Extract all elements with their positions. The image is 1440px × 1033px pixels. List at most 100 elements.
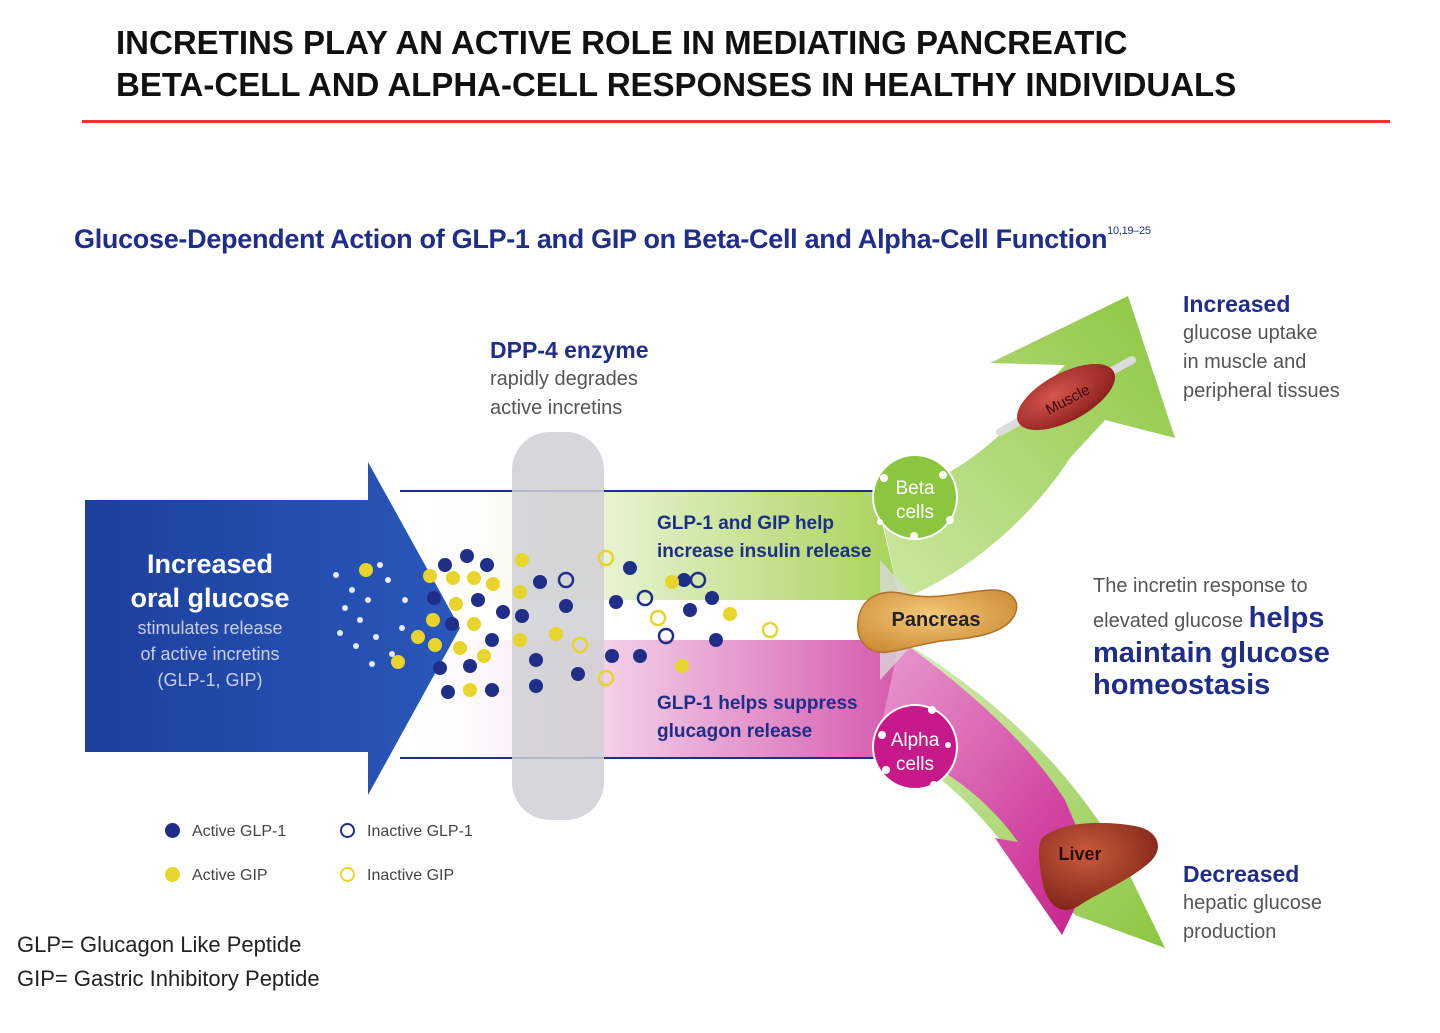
diagram-subtitle-refs: 10,19–25: [1107, 225, 1151, 237]
molecule-active-gip: [446, 571, 460, 585]
legend-inactive-glp1-marker: [340, 823, 355, 838]
molecule-dot: [365, 597, 371, 603]
molecule-dot: [399, 625, 405, 631]
legend-active-glp1-label: Active GLP-1: [192, 823, 287, 840]
slide-title: INCRETINS PLAY AN ACTIVE ROLE IN MEDIATI…: [116, 22, 1416, 106]
molecule-active-glp1: [533, 575, 547, 589]
molecule-dot: [333, 572, 339, 578]
dpp4-heading: DPP-4 enzyme: [490, 337, 649, 363]
molecule-active-gip: [675, 659, 689, 673]
input-line-2: of active incretins: [140, 644, 280, 664]
molecule-dot: [349, 587, 355, 593]
molecule-active-glp1: [623, 561, 637, 575]
molecule-inactive-gip: [649, 609, 667, 627]
molecule-active-glp1: [460, 549, 474, 563]
slide-title-line1: INCRETINS PLAY AN ACTIVE ROLE IN MEDIATI…: [116, 24, 1128, 61]
response-line-3: maintain glucose: [1093, 637, 1330, 669]
title-underline: [82, 120, 1390, 123]
molecule-active-gip: [463, 683, 477, 697]
molecule-dot: [357, 617, 363, 623]
beta-path-line-1: GLP-1 and GIP help: [657, 513, 835, 534]
molecule-dot: [402, 597, 408, 603]
molecule-active-glp1: [709, 633, 723, 647]
molecule-inactive-glp1: [689, 571, 707, 589]
increased-line-2: in muscle and: [1183, 351, 1307, 373]
diagram-subtitle-text: Glucose-Dependent Action of GLP-1 and GI…: [74, 224, 1108, 254]
diagram-subtitle: Glucose-Dependent Action of GLP-1 and GI…: [74, 224, 1151, 255]
beta-cells-label-1: Beta: [895, 478, 935, 499]
dpp4-line-2: active incretins: [490, 397, 623, 419]
molecule-active-glp1: [633, 649, 647, 663]
molecule-active-glp1: [463, 659, 477, 673]
molecule-active-gip: [426, 613, 440, 627]
response-line-2: elevated glucose helps: [1093, 602, 1330, 637]
molecule-dot: [389, 651, 395, 657]
molecule-active-glp1: [480, 558, 494, 572]
molecule-active-glp1: [609, 595, 623, 609]
alpha-path-line-1: GLP-1 helps suppress: [657, 693, 858, 714]
molecule-gip: [359, 563, 373, 577]
molecule-active-glp1: [471, 593, 485, 607]
increased-heading: Increased: [1183, 291, 1291, 317]
molecule-active-gip: [513, 585, 527, 599]
decreased-line-1: hepatic glucose: [1183, 892, 1322, 914]
legend-active-glp1-marker: [165, 823, 180, 838]
molecule-active-glp1: [485, 633, 499, 647]
response-line-2-plain: elevated glucose: [1093, 610, 1249, 632]
alpha-path-text: GLP-1 helps suppress glucagon release: [657, 690, 858, 746]
legend-inactive-gip: Inactive GIP: [340, 867, 454, 885]
alpha-cells-label-2: cells: [896, 754, 934, 775]
beta-path-line-2: increase insulin release: [657, 541, 872, 562]
legend-inactive-glp1: Inactive GLP-1: [340, 823, 473, 841]
slide-title-line2: BETA-CELL AND ALPHA-CELL RESPONSES IN HE…: [116, 66, 1237, 103]
molecule-dot: [377, 562, 383, 568]
incretin-response-text: The incretin response to elevated glucos…: [1093, 570, 1330, 701]
molecule-active-glp1: [683, 603, 697, 617]
molecule-active-glp1: [427, 591, 441, 605]
increased-outcome: Increased glucose uptake in muscle and p…: [1183, 290, 1340, 406]
molecule-active-gip: [515, 553, 529, 567]
molecule-active-glp1: [605, 649, 619, 663]
alpha-cells-label-1: Alpha: [891, 730, 940, 751]
molecule-active-gip: [453, 641, 467, 655]
molecule-dot: [353, 643, 359, 649]
molecule-active-glp1: [485, 683, 499, 697]
decreased-heading: Decreased: [1183, 861, 1300, 887]
input-line-1: stimulates release: [137, 618, 283, 638]
dpp4-enzyme-capsule: [512, 432, 604, 820]
molecule-dot: [373, 634, 379, 640]
dpp4-label: DPP-4 enzyme rapidly degrades active inc…: [490, 336, 649, 423]
alpha-cells: Alpha cells: [872, 704, 958, 790]
molecule-inactive-glp1: [636, 589, 654, 607]
molecule-inactive-glp1: [657, 627, 675, 645]
liver-organ: Liver: [1038, 822, 1158, 910]
molecule-active-gip: [513, 633, 527, 647]
pancreas-label: Pancreas: [892, 609, 981, 631]
molecule-active-glp1: [529, 653, 543, 667]
definition-glp: GLP= Glucagon Like Peptide: [17, 932, 302, 957]
legend-inactive-gip-marker: [340, 867, 355, 882]
molecule-active-gip: [467, 617, 481, 631]
muscle-organ: Muscle: [996, 356, 1136, 436]
molecule-active-glp1: [705, 591, 719, 605]
legend-active-gip-label: Active GIP: [192, 867, 268, 884]
legend-inactive-gip-label: Inactive GIP: [367, 867, 455, 884]
molecule-active-gip: [665, 575, 679, 589]
input-glucose-arrow: [85, 462, 460, 795]
input-heading-1: Increased: [146, 549, 274, 579]
molecule-active-gip: [549, 627, 563, 641]
response-line-2-bold: helps: [1248, 602, 1325, 634]
response-line-4: homeostasis: [1093, 669, 1271, 701]
liver-label: Liver: [1058, 844, 1101, 864]
molecule-active-glp1: [515, 609, 529, 623]
molecule-gip: [391, 655, 405, 669]
increased-line-3: peripheral tissues: [1183, 380, 1340, 402]
molecule-active-gip: [428, 638, 442, 652]
beta-path-text: GLP-1 and GIP help increase insulin rele…: [657, 510, 871, 566]
molecule-active-gip: [467, 571, 481, 585]
molecule-active-gip: [723, 607, 737, 621]
pancreas-organ: Pancreas: [857, 589, 1018, 654]
molecule-active-glp1: [529, 679, 543, 693]
molecule-active-glp1: [496, 605, 510, 619]
